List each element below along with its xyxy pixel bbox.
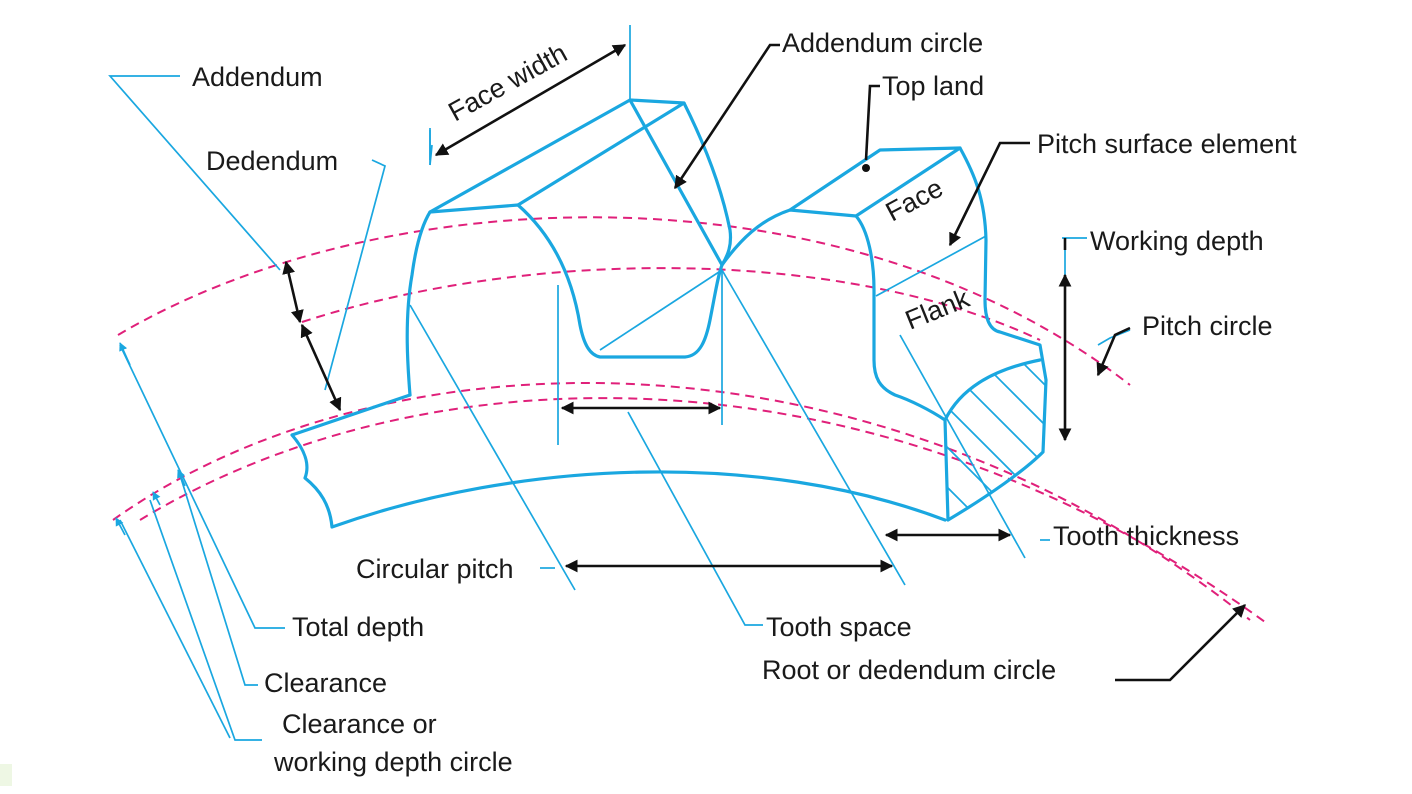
top-land-leader bbox=[864, 84, 880, 161]
rim-outline bbox=[290, 393, 947, 529]
dedendum-arrow bbox=[300, 323, 342, 412]
clearance-circle-line bbox=[112, 382, 1251, 621]
face-width-arrow bbox=[434, 43, 627, 157]
right-tooth-lower-face bbox=[943, 358, 1042, 422]
corner-mark bbox=[0, 764, 12, 786]
pitch-surface-line bbox=[875, 235, 987, 297]
leader-lines bbox=[108, 25, 1131, 741]
label-tooth-thickness: Tooth thickness bbox=[1053, 521, 1239, 551]
label-addendum-circle: Addendum circle bbox=[782, 28, 983, 58]
label-clearance: Clearance bbox=[264, 668, 387, 698]
label-addendum: Addendum bbox=[192, 62, 323, 92]
root-circle-line bbox=[139, 397, 1266, 623]
addendum-circle-leader bbox=[673, 43, 780, 190]
addendum-circle-line bbox=[117, 216, 1131, 386]
dashed-circles bbox=[112, 216, 1266, 623]
label-pitch-circle: Pitch circle bbox=[1142, 311, 1273, 341]
left-cyan-arrows bbox=[115, 342, 186, 536]
label-tooth-space: Tooth space bbox=[766, 612, 912, 642]
left-tooth bbox=[405, 98, 733, 397]
label-working-depth: Working depth bbox=[1090, 226, 1264, 256]
label-top-land: Top land bbox=[882, 71, 984, 101]
pitch-surface-leader bbox=[948, 141, 1030, 247]
right-tooth-top-land bbox=[788, 146, 962, 212]
tooth-space-diagonal bbox=[599, 269, 723, 351]
label-clearance-circle-1: Clearance or bbox=[282, 709, 437, 739]
label-clearance-circle-2: working depth circle bbox=[273, 747, 513, 777]
label-flank: Flank bbox=[901, 283, 974, 336]
labels: Addendum Dedendum Face width Addendum ci… bbox=[192, 28, 1297, 777]
top-land-dot bbox=[862, 164, 870, 172]
addendum-arrow bbox=[282, 260, 304, 324]
dimension-arrows bbox=[282, 43, 1246, 682]
pitch-circle-leader bbox=[1096, 326, 1131, 377]
label-root-circle: Root or dedendum circle bbox=[762, 655, 1056, 685]
label-circular-pitch: Circular pitch bbox=[356, 554, 514, 584]
label-pitch-surface-element: Pitch surface element bbox=[1037, 129, 1297, 159]
label-total-depth: Total depth bbox=[292, 612, 424, 642]
section-hatching bbox=[945, 360, 1046, 520]
root-circle-leader bbox=[1115, 604, 1246, 682]
gear-body bbox=[290, 98, 1048, 529]
label-face: Face bbox=[881, 173, 948, 228]
label-dedendum: Dedendum bbox=[206, 146, 338, 176]
